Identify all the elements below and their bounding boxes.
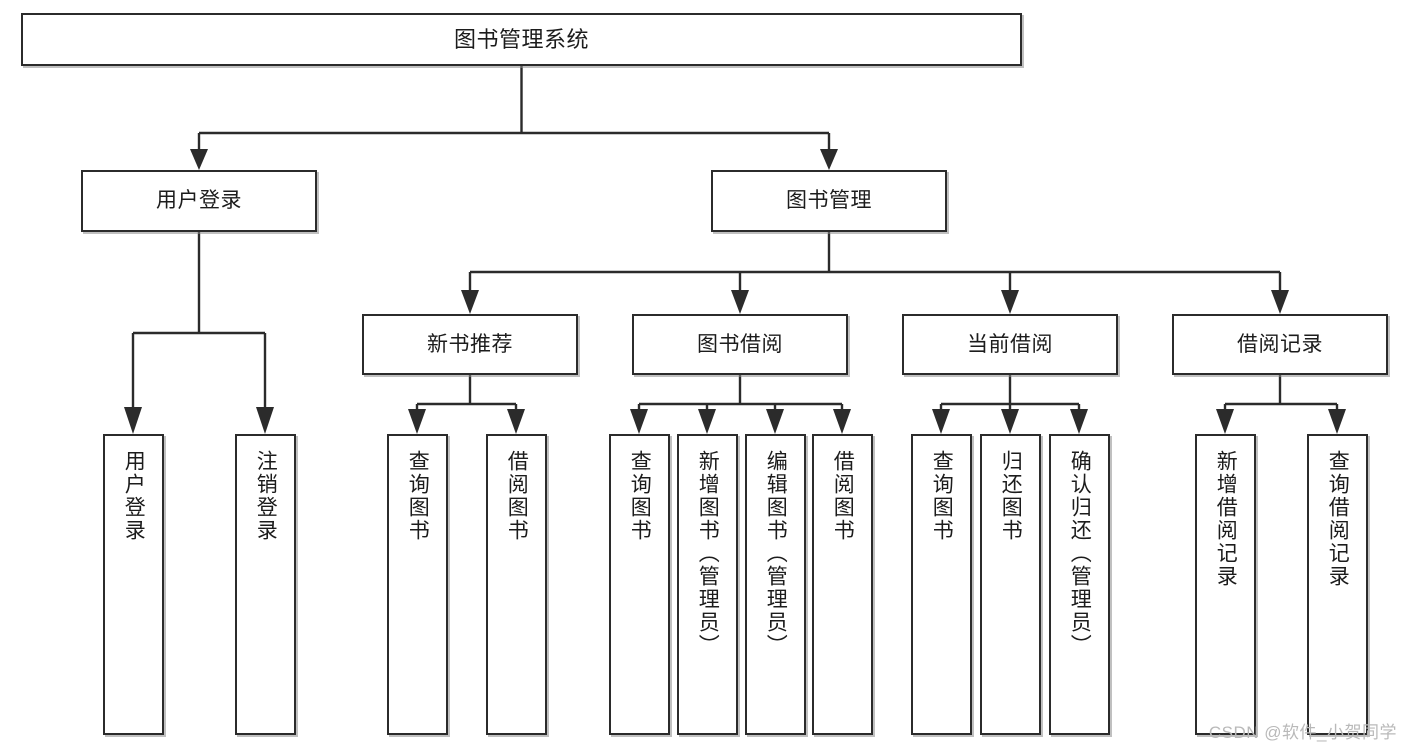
leaf-logout-label: 注销登录 <box>254 450 278 542</box>
arrow-leaf-query-book-1 <box>408 409 426 434</box>
node-root[interactable]: 图书管理系统 <box>21 13 1022 66</box>
arrow-user-login <box>190 149 208 170</box>
arrow-leaf-borrow-book-2 <box>833 409 851 434</box>
leaf-borrow-book-1-label: 借阅图书 <box>505 450 529 542</box>
node-new-book-rec[interactable]: 新书推荐 <box>362 314 578 375</box>
leaf-confirm-return[interactable]: 确认归还（管理员） <box>1049 434 1110 735</box>
arrow-leaf-user-login <box>124 407 142 434</box>
node-root-label: 图书管理系统 <box>453 26 589 52</box>
arrow-leaf-logout <box>256 407 274 434</box>
node-book-borrow[interactable]: 图书借阅 <box>632 314 848 375</box>
arrow-leaf-borrow-book-1 <box>507 409 525 434</box>
leaf-add-record-label: 新增借阅记录 <box>1214 450 1238 588</box>
arrow-new-book-rec <box>461 290 479 314</box>
leaf-return-book[interactable]: 归还图书 <box>980 434 1041 735</box>
leaf-borrow-book-1[interactable]: 借阅图书 <box>486 434 547 735</box>
node-new-book-rec-label: 新书推荐 <box>427 332 513 356</box>
leaf-query-book-3-label: 查询图书 <box>930 450 954 542</box>
arrow-book-manage <box>820 149 838 170</box>
leaf-edit-book-label: 编辑图书（管理员） <box>764 450 788 657</box>
arrow-leaf-return-book <box>1001 409 1019 434</box>
arrow-leaf-query-book-3 <box>932 409 950 434</box>
arrow-leaf-confirm-return <box>1070 409 1088 434</box>
leaf-query-record-label: 查询借阅记录 <box>1326 450 1350 588</box>
leaf-query-book-2-label: 查询图书 <box>628 450 652 542</box>
leaf-borrow-book-2-label: 借阅图书 <box>831 450 855 542</box>
arrow-leaf-add-record <box>1216 409 1234 434</box>
node-user-login-label: 用户登录 <box>156 189 242 213</box>
arrow-leaf-query-book-2 <box>630 409 648 434</box>
arrow-current-borrow <box>1001 290 1019 314</box>
leaf-edit-book[interactable]: 编辑图书（管理员） <box>745 434 806 735</box>
node-book-manage-label: 图书管理 <box>786 189 872 213</box>
node-book-borrow-label: 图书借阅 <box>697 332 783 356</box>
leaf-return-book-label: 归还图书 <box>999 450 1023 542</box>
leaf-query-book-1[interactable]: 查询图书 <box>387 434 448 735</box>
leaf-logout[interactable]: 注销登录 <box>235 434 296 735</box>
leaf-user-login[interactable]: 用户登录 <box>103 434 164 735</box>
leaf-query-record[interactable]: 查询借阅记录 <box>1307 434 1368 735</box>
leaf-query-book-3[interactable]: 查询图书 <box>911 434 972 735</box>
watermark: CSDN @软件_小贺同学 <box>1208 723 1397 742</box>
node-borrow-record[interactable]: 借阅记录 <box>1172 314 1388 375</box>
node-current-borrow[interactable]: 当前借阅 <box>902 314 1118 375</box>
leaf-borrow-book-2[interactable]: 借阅图书 <box>812 434 873 735</box>
leaf-add-record[interactable]: 新增借阅记录 <box>1195 434 1256 735</box>
arrow-leaf-query-record <box>1328 409 1346 434</box>
node-book-manage[interactable]: 图书管理 <box>711 170 947 232</box>
leaf-add-book[interactable]: 新增图书（管理员） <box>677 434 738 735</box>
leaf-query-book-1-label: 查询图书 <box>406 450 430 542</box>
arrow-leaf-add-book <box>698 409 716 434</box>
arrow-book-borrow <box>731 290 749 314</box>
node-current-borrow-label: 当前借阅 <box>967 332 1053 356</box>
arrow-borrow-record <box>1271 290 1289 314</box>
leaf-query-book-2[interactable]: 查询图书 <box>609 434 670 735</box>
leaf-confirm-return-label: 确认归还（管理员） <box>1068 450 1092 657</box>
leaf-add-book-label: 新增图书（管理员） <box>696 450 720 657</box>
arrow-leaf-edit-book <box>766 409 784 434</box>
node-user-login[interactable]: 用户登录 <box>81 170 317 232</box>
leaf-user-login-label: 用户登录 <box>122 450 146 542</box>
node-borrow-record-label: 借阅记录 <box>1237 332 1323 356</box>
